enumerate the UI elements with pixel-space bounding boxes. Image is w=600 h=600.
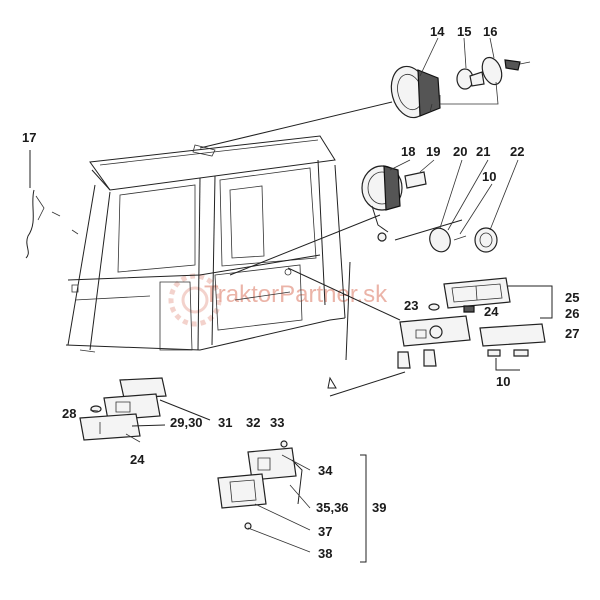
callout-29-30: 29,30	[170, 415, 203, 430]
callout-16: 16	[483, 24, 497, 39]
lamp-wire	[291, 459, 303, 505]
callout-37: 37	[318, 524, 332, 539]
part-25-rear-light-housing	[443, 277, 511, 309]
leader-18	[229, 214, 381, 276]
callout-39: 39	[372, 500, 386, 515]
callout-34: 34	[318, 463, 333, 478]
callout-24-front: 24	[130, 452, 145, 467]
part-16-lamp-back	[481, 56, 531, 86]
leader-14	[199, 101, 393, 149]
callout-31: 31	[218, 415, 232, 430]
lamp-bracket-line	[439, 81, 499, 105]
part-10-bulbs-rear	[487, 349, 529, 357]
callout-23: 23	[404, 298, 418, 313]
callout-28: 28	[62, 406, 76, 421]
part-18-round-lamp	[361, 165, 403, 242]
part-24-lamp-lens	[79, 413, 141, 441]
part-14-work-lamp	[390, 65, 441, 119]
leader-20	[394, 219, 463, 241]
callout-25: 25	[565, 290, 579, 305]
part-32-clip	[327, 376, 337, 389]
callout-26: 26	[565, 306, 579, 321]
part-15-bulb	[456, 68, 485, 90]
callout-38: 38	[318, 546, 332, 561]
callout-10-bottom: 10	[496, 374, 510, 389]
watermark-gear-icon	[168, 273, 222, 327]
part-24-bulb	[463, 305, 475, 313]
part-19-lamp-bulb	[404, 171, 427, 189]
part-29-30-lamp-body	[103, 393, 161, 421]
callout-10-top: 10	[482, 169, 496, 184]
leader-cab-rear	[287, 267, 401, 321]
part-37-38-lamp-lens	[217, 473, 267, 530]
callout-27: 27	[565, 326, 579, 341]
part-23-bulb	[428, 303, 440, 311]
callout-24-rear: 24	[484, 304, 499, 319]
callout-18: 18	[401, 144, 415, 159]
part-31-lamp-cover	[119, 377, 167, 399]
part-17-wiring	[25, 150, 79, 259]
leader-29-30	[131, 424, 166, 427]
callout-15: 15	[457, 24, 471, 39]
callout-leaders	[89, 37, 519, 553]
callout-19: 19	[426, 144, 440, 159]
leader-21	[345, 261, 351, 361]
leader-32	[329, 371, 406, 397]
callout-22: 22	[510, 144, 524, 159]
bracket-10	[495, 358, 520, 371]
bracket-39	[360, 454, 367, 563]
part-brackets	[397, 349, 437, 369]
watermark-text: TraktorPartner.sk	[204, 281, 388, 308]
callout-20: 20	[453, 144, 467, 159]
part-22-indicator-cap	[474, 227, 498, 253]
bracket-25-26	[508, 285, 553, 319]
part-27-rear-light-lens	[479, 323, 546, 347]
callout-33: 33	[270, 415, 284, 430]
callout-17: 17	[22, 130, 36, 145]
callout-32: 32	[246, 415, 260, 430]
callout-35-36: 35,36	[316, 500, 349, 515]
callout-21: 21	[476, 144, 490, 159]
tractor-cab	[65, 135, 346, 353]
part-26-rear-light-base	[399, 315, 471, 347]
leader-31	[159, 399, 211, 421]
callout-14: 14	[430, 24, 445, 39]
part-21-indicator	[429, 227, 467, 253]
